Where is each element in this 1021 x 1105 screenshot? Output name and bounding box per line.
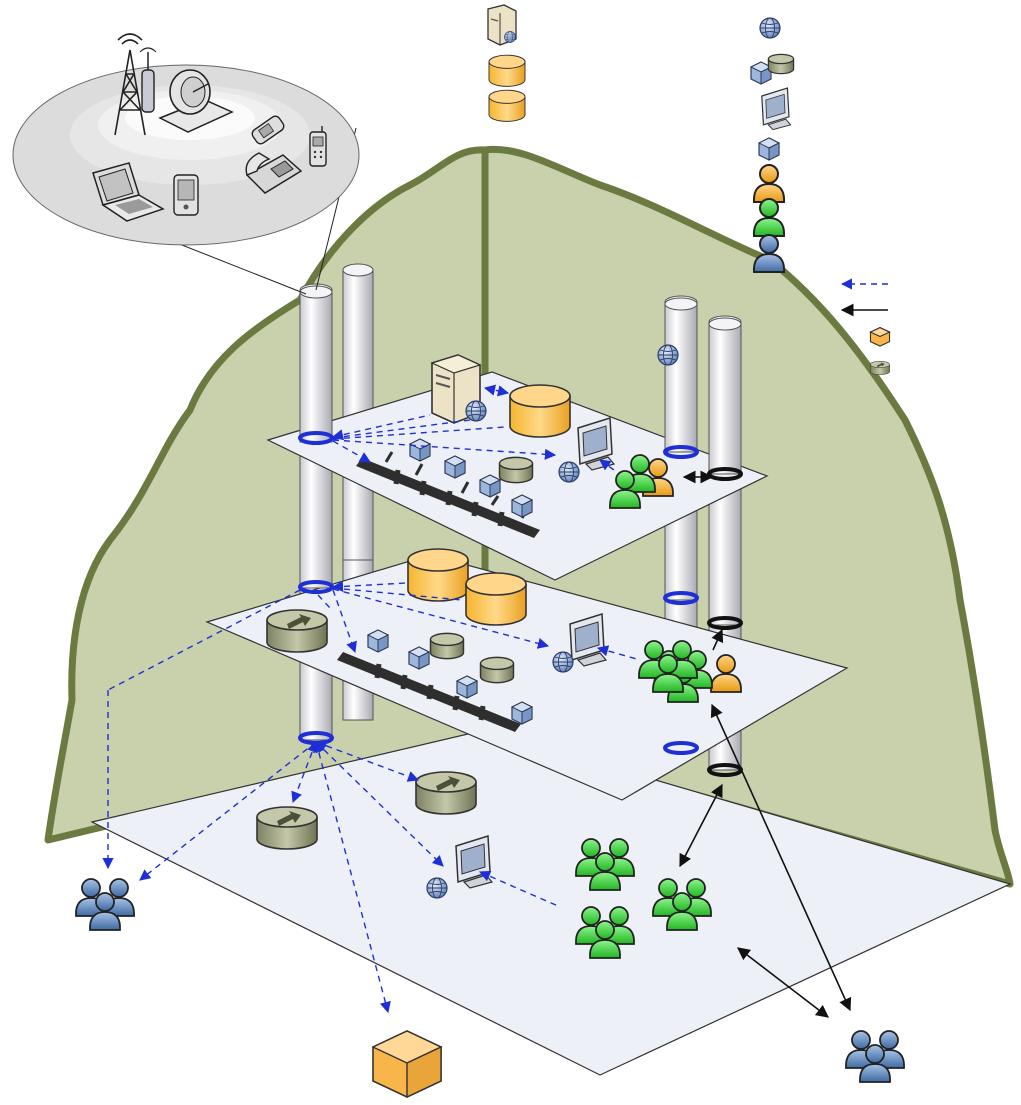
top-floor-database [509, 384, 571, 438]
top-floor-pillar-globe [657, 344, 679, 366]
outside-blue-users-right [846, 1031, 904, 1082]
middle-floor-terminal [569, 613, 607, 667]
top-floor-component-3 [479, 474, 501, 498]
cell-tower-icon [114, 33, 146, 136]
top-floor-component-4 [511, 494, 533, 518]
cell-phone-icon [309, 126, 327, 167]
middle-floor-terminal-globe [552, 651, 574, 673]
solid-arrows [679, 470, 852, 1018]
ground-floor-router-2 [256, 806, 318, 850]
mobile-phone-icon [251, 115, 285, 145]
top-floor-small-db [498, 456, 534, 484]
middle-floor [205, 554, 849, 801]
middle-floor-small-db-1 [429, 632, 465, 660]
legend-orange-user-icon [752, 164, 786, 203]
pda-icon [173, 174, 199, 216]
middle-floor-database-2 [465, 572, 527, 626]
middle-floor-component-2 [408, 646, 430, 670]
storage-stack [487, 4, 526, 122]
satellite-dish-icon [158, 69, 234, 133]
outside-blue-users-left [76, 879, 134, 930]
legend-router-icon [870, 360, 890, 375]
legend-component-database-icon [750, 53, 795, 85]
laptop-icon [92, 162, 165, 222]
middle-floor-component-4 [511, 701, 533, 725]
legend [750, 17, 891, 375]
top-floor-component-2 [444, 455, 466, 479]
legend-green-user-icon [752, 198, 786, 237]
stack-database-icon-2 [488, 89, 526, 122]
ground-floor-router-1 [415, 771, 477, 815]
top-floor-terminal-globe [558, 461, 580, 483]
antenna-icon [139, 47, 157, 113]
ground-floor-terminal [455, 835, 493, 889]
top-floor-bus [356, 451, 540, 538]
stack-database-icon-1 [488, 54, 526, 87]
middle-floor-database-1 [407, 548, 469, 602]
wireless-bubble [12, 33, 360, 295]
middle-floor-router [266, 609, 328, 653]
legend-component-icon [758, 137, 780, 161]
middle-floor-bus [337, 652, 521, 732]
ground-floor-terminal-globe [426, 877, 448, 899]
top-floor-terminal [577, 417, 615, 471]
top-floor-server [430, 354, 487, 424]
legend-web-service-icon [759, 17, 781, 39]
middle-floor-component-1 [367, 629, 389, 653]
stack-server-icon [487, 4, 517, 46]
middle-floor-small-db-2 [479, 656, 515, 684]
middle-floor-component-3 [456, 675, 478, 699]
outside-orange-cube [371, 1030, 443, 1099]
legend-orange-cube-icon [869, 326, 891, 347]
top-floor-component-1 [409, 438, 431, 462]
legend-client-terminal-icon [761, 87, 792, 131]
desk-phone-icon [245, 152, 303, 194]
dashed-arrows [102, 384, 641, 1014]
